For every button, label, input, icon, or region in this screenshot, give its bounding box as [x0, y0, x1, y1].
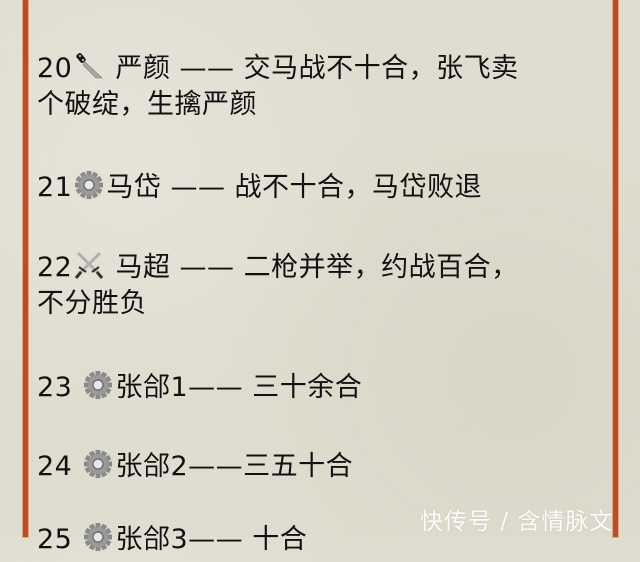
- entry-name: 张郃1: [115, 372, 189, 403]
- entry-dash: ——: [179, 252, 235, 283]
- list-item: 21 马岱 —— 战不十合，马岱败退: [37, 170, 482, 206]
- entry-number: 22: [37, 252, 73, 283]
- entry-name: 张郃3: [115, 524, 189, 555]
- entry-line-1: 22 马超 —— 二枪并举，约战百合，: [37, 250, 519, 286]
- entry-text: 交马战不十合，张飞卖: [243, 53, 519, 84]
- entry-line-1: 23 张郃1—— 三十余合: [37, 370, 362, 406]
- gear-icon: [81, 370, 115, 400]
- crossed-swords-icon: [72, 250, 106, 280]
- entry-name: 严颜: [115, 53, 171, 84]
- entry-text: 战不十合，马岱败退: [234, 172, 483, 203]
- entry-number: 24: [37, 451, 73, 482]
- list-item: 23 张郃1—— 三十余合: [37, 370, 362, 406]
- entry-line-1: 25 张郃3—— 十合: [37, 522, 307, 558]
- knife-icon: [72, 51, 106, 81]
- entry-dash: ——: [179, 53, 235, 84]
- entry-number: 20: [37, 53, 73, 84]
- entry-text: 二枪并举，约战百合，: [243, 252, 519, 283]
- gear-icon: [72, 170, 106, 200]
- left-decorative-border: [23, 0, 28, 537]
- entry-number: 23: [37, 372, 73, 403]
- entry-name: 马超: [115, 252, 171, 283]
- entry-text: 三五十合: [243, 451, 354, 482]
- entry-line-1: 24 张郃2——三五十合: [37, 449, 353, 485]
- entry-line-2: 不分胜负: [37, 288, 147, 319]
- entry-text: 十合: [252, 524, 308, 555]
- entry-name: 马岱: [106, 172, 162, 203]
- entry-dash: ——: [188, 451, 244, 482]
- list-item: 24 张郃2——三五十合: [37, 449, 353, 485]
- entry-dash: ——: [188, 524, 244, 555]
- entry-number: 25: [37, 524, 73, 555]
- entry-name: 张郃2: [115, 451, 189, 482]
- entry-line-1: 20 严颜 —— 交马战不十合，张飞卖: [37, 51, 519, 87]
- entry-dash: ——: [170, 172, 226, 203]
- gear-icon: [81, 522, 115, 552]
- gear-icon: [81, 449, 115, 479]
- right-decorative-border: [613, 0, 618, 537]
- list-item: 25 张郃3—— 十合: [37, 522, 307, 558]
- list-item: 20 严颜 —— 交马战不十合，张飞卖 个破绽，生擒严颜: [37, 51, 519, 123]
- watermark: 快传号 / 含情脉文: [420, 509, 614, 535]
- entry-line-2: 个破绽，生擒严颜: [37, 89, 257, 120]
- entry-line-1: 21 马岱 —— 战不十合，马岱败退: [37, 170, 482, 206]
- list-item: 22 马超 —— 二枪并举，约战百合， 不分胜负: [37, 250, 519, 322]
- entry-text: 三十余合: [252, 372, 363, 403]
- entry-number: 21: [37, 172, 73, 203]
- entry-dash: ——: [188, 372, 244, 403]
